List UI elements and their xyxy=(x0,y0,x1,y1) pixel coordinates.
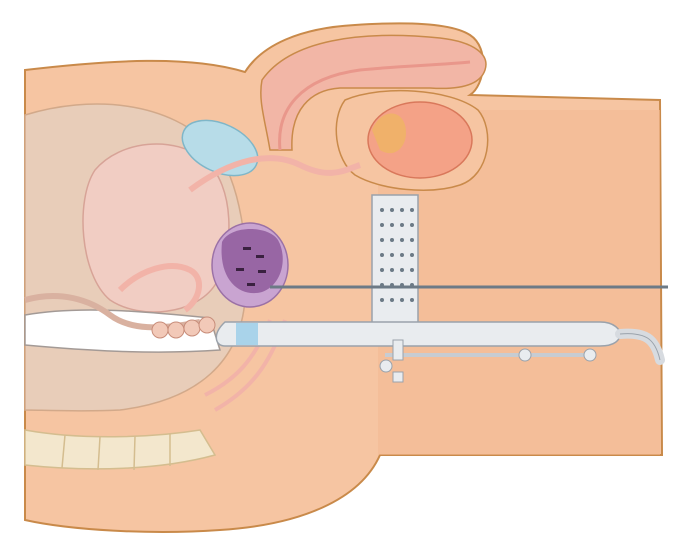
transrectal-ultrasound-probe xyxy=(216,322,620,346)
rectal-fold xyxy=(152,322,168,338)
stepper-base xyxy=(393,372,403,382)
stepper-clamp xyxy=(393,340,403,360)
lesion-marker xyxy=(243,247,251,250)
stepper-knob xyxy=(584,349,596,361)
rectal-fold xyxy=(168,322,184,338)
lesion-marker xyxy=(256,255,264,258)
probe-transducer xyxy=(236,323,258,345)
rectal-fold xyxy=(199,317,215,333)
rectal-fold xyxy=(184,320,200,336)
stepper-knob xyxy=(380,360,392,372)
lesion-marker xyxy=(236,268,244,271)
lesion-marker xyxy=(247,283,255,286)
lesion-marker xyxy=(258,270,266,273)
needle-guide-grid xyxy=(372,195,418,325)
stepper-knob xyxy=(519,349,531,361)
